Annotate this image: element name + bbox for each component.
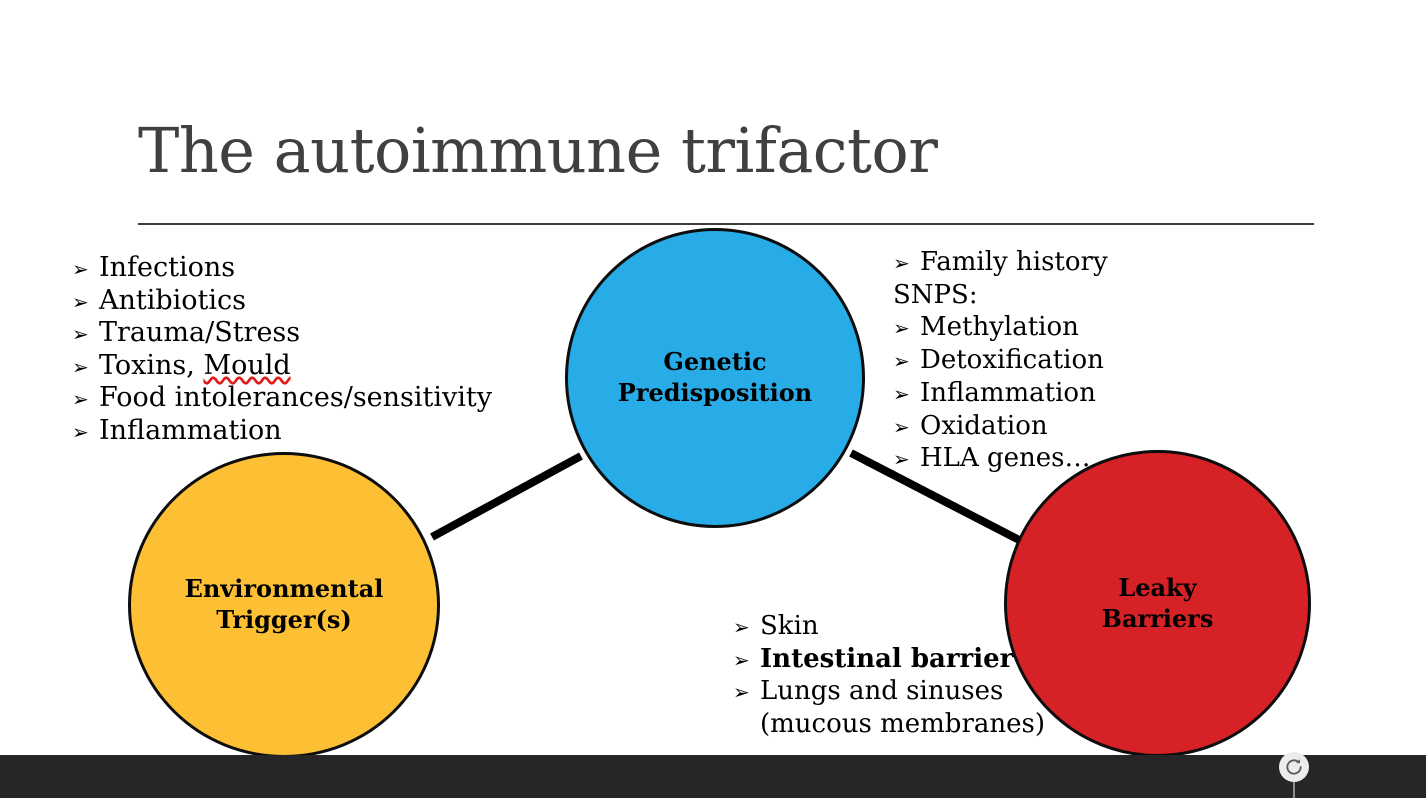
refresh-marker[interactable] — [1275, 750, 1315, 798]
list-item-heading: SNPS: — [893, 279, 1108, 312]
arrow-bullet-icon: ➢ — [72, 322, 89, 346]
node-environmental-trigger-label: Environmental Trigger(s) — [171, 574, 398, 635]
list-item: ➢ Lungs and sinuses — [733, 675, 1045, 708]
page-title: The autoimmune trifactor — [138, 114, 938, 187]
node-environmental-trigger[interactable]: Environmental Trigger(s) — [128, 452, 440, 758]
connector-environmental-genetic — [430, 452, 583, 541]
node-genetic-predisposition-label-line2: Predisposition — [617, 378, 813, 407]
list-item: ➢ Intestinal barrier — [733, 643, 1045, 676]
arrow-bullet-icon: ➢ — [72, 387, 89, 411]
list-item-label: Food intolerances/sensitivity — [99, 382, 493, 413]
list-item: ➢ Toxins, Mould — [72, 350, 492, 383]
list-item-label-prefix: Toxins, — [99, 349, 204, 381]
node-environmental-trigger-label-line1: Environmental — [184, 574, 384, 604]
node-genetic-predisposition-label: Genetic Predisposition — [604, 347, 826, 408]
list-item-label: Intestinal barrier — [760, 643, 1014, 674]
arrow-bullet-icon: ➢ — [893, 414, 910, 439]
list-item: ➢ Methylation — [893, 311, 1108, 344]
node-genetic-predisposition[interactable]: Genetic Predisposition — [565, 228, 865, 528]
title-divider — [138, 223, 1314, 225]
list-item-label: Trauma/Stress — [99, 317, 301, 348]
list-item: ➢ Food intolerances/sensitivity — [72, 382, 492, 415]
arrow-bullet-icon: ➢ — [733, 615, 750, 639]
arrow-bullet-icon: ➢ — [893, 447, 910, 472]
list-environmental-triggers: ➢ Infections ➢ Antibiotics ➢ Trauma/Stre… — [72, 252, 492, 447]
list-item-continuation: (mucous membranes) — [733, 708, 1045, 741]
node-environmental-trigger-label-line2: Trigger(s) — [216, 605, 352, 634]
node-leaky-barriers-label-line2: Barriers — [1101, 603, 1214, 633]
node-genetic-predisposition-label-line1: Genetic — [663, 347, 767, 377]
arrow-bullet-icon: ➢ — [733, 647, 750, 672]
list-item-label: Inflammation — [99, 414, 282, 446]
arrow-bullet-icon: ➢ — [72, 289, 89, 314]
arrow-bullet-icon: ➢ — [72, 257, 89, 281]
list-item: ➢ Trauma/Stress — [72, 317, 492, 350]
list-item-label: Infections — [99, 252, 236, 283]
list-leaky-barriers: ➢ Skin ➢ Intestinal barrier ➢ Lungs and … — [733, 610, 1045, 740]
list-item-label: Skin — [760, 611, 819, 641]
list-item-label: Lungs and sinuses — [760, 676, 1004, 706]
list-item: ➢ Detoxification — [893, 344, 1108, 377]
list-genetic-predisposition: ➢ Family history SNPS: ➢ Methylation ➢ D… — [893, 246, 1108, 475]
list-item-label: Methylation — [920, 312, 1079, 343]
list-item: ➢ Antibiotics — [72, 285, 492, 318]
list-item: ➢ HLA genes… — [893, 442, 1108, 475]
node-leaky-barriers[interactable]: Leaky Barriers — [1004, 450, 1311, 757]
list-item: ➢ Inflammation — [893, 377, 1108, 410]
list-item: ➢ Oxidation — [893, 410, 1108, 443]
arrow-bullet-icon: ➢ — [893, 251, 910, 275]
list-item-label: Family history — [920, 247, 1108, 277]
misspelled-word: Mould — [203, 349, 291, 381]
arrow-bullet-icon: ➢ — [893, 381, 910, 406]
list-item-label: Detoxification — [920, 345, 1104, 376]
arrow-bullet-icon: ➢ — [72, 354, 89, 379]
marker-stem — [1293, 774, 1295, 798]
footer-bar — [0, 755, 1426, 798]
list-item: ➢ Infections — [72, 252, 492, 285]
list-item-label: Toxins, Mould — [99, 350, 291, 383]
list-item: ➢ Inflammation — [72, 415, 492, 448]
arrow-bullet-icon: ➢ — [733, 680, 750, 704]
list-item: ➢ Skin — [733, 610, 1045, 643]
refresh-icon[interactable] — [1279, 752, 1309, 782]
list-item: ➢ Family history — [893, 246, 1108, 279]
list-item-label: SNPS: — [893, 279, 978, 310]
list-item-label: Antibiotics — [99, 284, 247, 316]
arrow-bullet-icon: ➢ — [893, 316, 910, 341]
node-leaky-barriers-label: Leaky Barriers — [1088, 573, 1228, 634]
list-item-label: Inflammation — [920, 377, 1096, 408]
arrow-bullet-icon: ➢ — [893, 349, 910, 374]
list-item-label: HLA genes… — [920, 443, 1091, 474]
list-item-label: Oxidation — [920, 410, 1048, 441]
list-item-continuation-label: (mucous membranes) — [760, 708, 1045, 739]
node-leaky-barriers-label-line1: Leaky — [1118, 572, 1197, 602]
arrow-bullet-icon: ➢ — [72, 419, 89, 444]
